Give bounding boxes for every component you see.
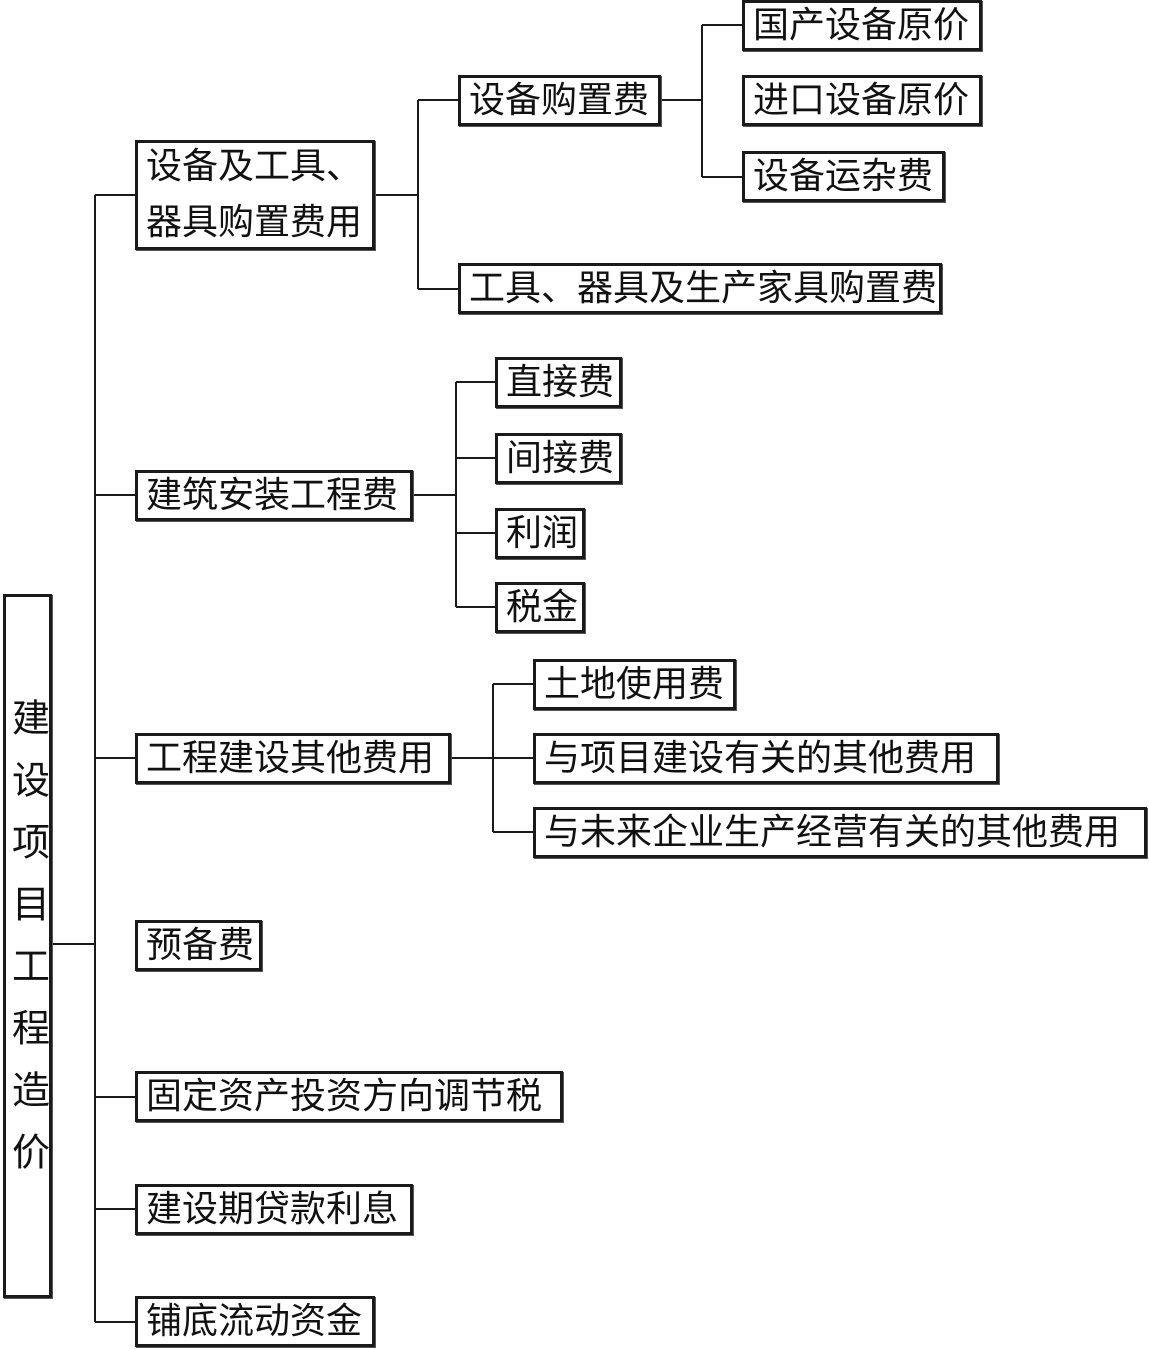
root-node: 建设项目工程造价	[3, 594, 52, 1298]
node-project-related: 与项目建设有关的其他费用	[533, 733, 999, 784]
node-future-related: 与未来企业生产经营有关的其他费用	[533, 807, 1147, 858]
node-working-capital: 铺底流动资金	[135, 1296, 375, 1347]
node-imported-equipment: 进口设备原价	[742, 75, 982, 126]
node-profit: 利润	[495, 508, 585, 559]
node-equipment-tools: 设备及工具、 器具购置费用	[135, 140, 375, 250]
node-investment-tax: 固定资产投资方向调节税	[135, 1071, 563, 1122]
node-loan-interest: 建设期贷款利息	[135, 1184, 413, 1235]
node-tax: 税金	[495, 582, 585, 633]
node-direct-cost: 直接费	[495, 357, 622, 408]
node-domestic-equipment: 国产设备原价	[742, 0, 982, 51]
node-indirect-cost: 间接费	[495, 433, 622, 484]
node-transport-cost: 设备运杂费	[742, 151, 945, 202]
node-equipment-purchase: 设备购置费	[458, 75, 661, 126]
node-tools-purchase: 工具、器具及生产家具购置费	[458, 263, 942, 314]
node-land-use: 土地使用费	[533, 659, 736, 710]
node-construction-install: 建筑安装工程费	[135, 470, 413, 521]
node-reserve: 预备费	[135, 920, 262, 971]
node-other-costs: 工程建设其他费用	[135, 733, 451, 784]
